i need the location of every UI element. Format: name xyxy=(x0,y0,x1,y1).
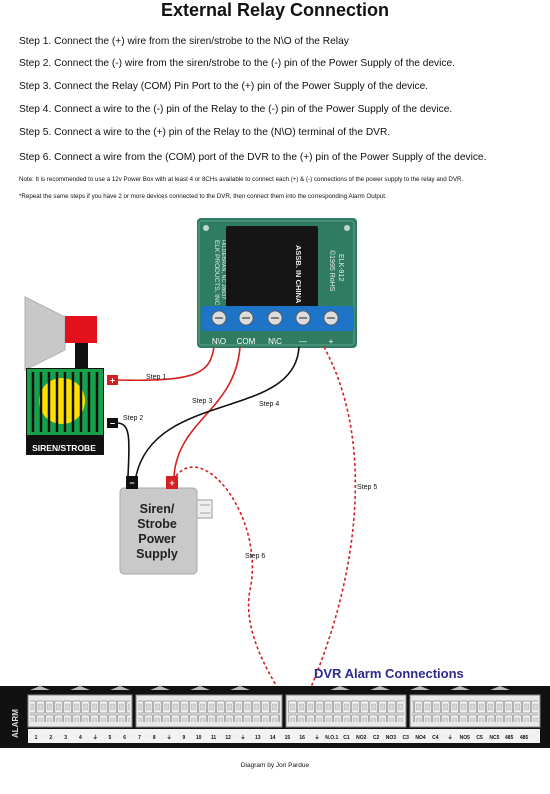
siren-minus-terminal xyxy=(107,418,118,428)
step-2-text: Step 2. Connect the (-) wire from the si… xyxy=(19,58,456,69)
dvr-terminal-label: 485 xyxy=(520,735,529,741)
dvr-terminal-label: 9 xyxy=(183,735,186,741)
relay-mount-hole xyxy=(203,225,209,231)
psu-plus-terminal xyxy=(166,476,178,489)
dvr-terminal-label: 7 xyxy=(138,735,141,741)
relay-maker-text: ELK PRODUCTS, INC. xyxy=(213,240,220,307)
repeat-note-text: *Repeat the same steps if you have 2 or … xyxy=(19,193,387,200)
diagram-credit: Diagram by Jon Pardue xyxy=(241,762,310,769)
dvr-terminal-label: ⏚ xyxy=(448,734,453,741)
relay-year-text: ©1995 RoHS xyxy=(328,250,336,292)
svg-text:−: − xyxy=(110,419,115,429)
wire-label-step-3: Step 3 xyxy=(192,398,212,405)
dvr-terminal-label: ⏚ xyxy=(240,734,245,741)
dvr-terminal-label: ⏚ xyxy=(93,734,98,741)
power-plug xyxy=(195,499,213,519)
strobe-lamp xyxy=(39,378,85,424)
dvr-heading: DVR Alarm Connections xyxy=(314,666,464,681)
dvr-terminal-label: 10 xyxy=(196,735,202,741)
dvr-side-label: ALARM xyxy=(11,709,20,738)
psu-label-line1: Siren/ xyxy=(140,502,175,516)
wire-label-step-4: Step 4 xyxy=(259,401,279,408)
siren-strobe-device: SIREN/STROBE + − xyxy=(24,296,118,455)
dvr-terminal-label: 11 xyxy=(211,735,217,741)
dvr-terminal-label: C4 xyxy=(432,735,439,741)
dvr-terminal-label: NO3 xyxy=(386,735,397,741)
dvr-terminal-label: NC5 xyxy=(489,735,499,741)
pin-label-minus: — xyxy=(299,337,307,346)
pin-label-nc: N\C xyxy=(268,337,282,346)
dvr-terminal-label: NO2 xyxy=(356,735,367,741)
dvr-terminal-label: NO4 xyxy=(415,735,426,741)
relay-model-text: ELK-912 xyxy=(337,254,344,281)
siren-label: SIREN/STROBE xyxy=(32,443,96,453)
svg-text:+: + xyxy=(169,478,174,488)
dvr-terminal-label: NO5 xyxy=(460,735,471,741)
wires xyxy=(117,346,357,721)
pin-label-plus: + xyxy=(329,337,334,346)
dvr-terminal-label: 16 xyxy=(299,735,305,741)
psu-label-line2: Strobe xyxy=(137,517,177,531)
terminal-legend-strip xyxy=(28,729,540,743)
siren-plus-terminal xyxy=(107,375,118,385)
psu-label-line4: Supply xyxy=(136,547,178,561)
dvr-terminal-label: 1 xyxy=(35,735,38,741)
pin-label-com: COM xyxy=(237,337,256,346)
psu-minus-terminal xyxy=(126,476,138,489)
dvr-terminal-label: 3 xyxy=(64,735,67,741)
relay-assembly-text: ASSB. IN CHINA xyxy=(294,245,303,304)
wire-label-step-1: Step 1 xyxy=(146,374,166,381)
power-supply-body xyxy=(119,487,198,575)
page-title: External Relay Connection xyxy=(160,0,390,20)
svg-text:−: − xyxy=(129,478,134,488)
dvr-terminal-label: 12 xyxy=(225,735,231,741)
wire-label-step-2: Step 2 xyxy=(123,415,143,422)
wire-step-2 xyxy=(117,422,130,477)
relay-address-text: HILDEBRAN, NC 28637 xyxy=(220,240,226,299)
dvr-terminal-label: 13 xyxy=(255,735,261,741)
dvr-terminal-label: C2 xyxy=(373,735,380,741)
dvr-terminal-label: ⏚ xyxy=(314,734,319,741)
step-4-text: Step 4. Connect a wire to the (-) pin of… xyxy=(19,104,453,115)
wire-label-step-5: Step 5 xyxy=(357,484,377,491)
dvr-terminal-label: 15 xyxy=(285,735,291,741)
dvr-terminal-label: 6 xyxy=(123,735,126,741)
wire-label-step-6: Step 6 xyxy=(245,553,265,560)
dvr-terminal-label: 14 xyxy=(270,735,276,741)
power-supply-device: Siren/ Strobe Power Supply − + xyxy=(119,476,213,575)
dvr-terminal-label: ⏚ xyxy=(167,734,172,741)
dvr-terminal-label: 2 xyxy=(49,735,52,741)
psu-label-line3: Power xyxy=(138,532,176,546)
dvr-terminal-label: 4 xyxy=(79,735,82,741)
dvr-terminal-label: 5 xyxy=(109,735,112,741)
relay-body xyxy=(226,226,318,308)
dvr-terminal-label: C3 xyxy=(402,735,409,741)
note-text: Note: It is recommended to use a 12v Pow… xyxy=(19,176,464,183)
horn-driver xyxy=(65,316,97,343)
dvr-terminal-label: C1 xyxy=(343,735,350,741)
step-5-text: Step 5. Connect a wire to the (+) pin of… xyxy=(19,127,391,138)
pin-label-no: N\O xyxy=(212,337,226,346)
dvr-terminal-label: 8 xyxy=(153,735,156,741)
step-1-text: Step 1. Connect the (+) wire from the si… xyxy=(19,36,349,47)
wire-step-4 xyxy=(135,346,300,477)
wire-step-5 xyxy=(295,346,357,721)
wire-step-3 xyxy=(173,346,241,477)
horn-icon xyxy=(24,296,66,371)
wire-step-1 xyxy=(117,346,215,382)
dvr-terminal-label: N.O.1 xyxy=(325,735,338,741)
dvr-terminal-label: C5 xyxy=(476,735,483,741)
step-3-text: Step 3. Connect the Relay (COM) Pin Port… xyxy=(19,81,429,92)
dvr-terminal-label: 485 xyxy=(505,735,514,741)
relay-module: ELK PRODUCTS, INC. HILDEBRAN, NC 28637 A… xyxy=(197,218,357,348)
step-6-text: Step 6. Connect a wire from the (COM) po… xyxy=(19,152,487,163)
svg-text:+: + xyxy=(110,376,115,386)
